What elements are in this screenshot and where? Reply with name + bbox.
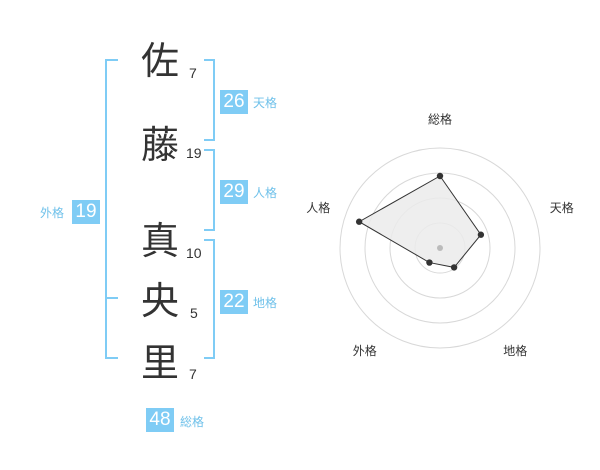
- name-char-5-strokes: 7: [189, 366, 197, 382]
- tenkaku-bracket: [204, 59, 215, 141]
- radar-point-4: [426, 259, 433, 266]
- name-char-5: 里: [141, 341, 180, 385]
- jinkaku-label: 人格: [253, 186, 278, 200]
- radar-ring: [389, 197, 491, 299]
- gaikaku-bracket: [105, 59, 118, 359]
- gaikaku-label: 外格: [40, 206, 65, 220]
- soukaku-value: 48: [146, 408, 174, 432]
- radar-ring: [364, 172, 516, 324]
- name-char-4-strokes: 5: [190, 305, 198, 321]
- radar-area: [358, 175, 482, 268]
- radar-ring: [414, 222, 466, 274]
- name-char-3: 真: [141, 219, 180, 263]
- chikaku-value: 22: [220, 290, 248, 314]
- tenkaku-value: 26: [220, 90, 248, 114]
- tenkaku-label: 天格: [253, 96, 278, 110]
- name-char-3-strokes: 10: [186, 245, 202, 261]
- name-char-1-strokes: 7: [189, 65, 197, 81]
- chikaku-label: 地格: [253, 296, 278, 310]
- radar-point-3: [450, 264, 458, 271]
- name-char-4: 央: [141, 279, 180, 323]
- gaikaku-value: 19: [72, 200, 100, 224]
- name-char-2-strokes: 19: [186, 145, 202, 161]
- jinkaku-bracket: [204, 149, 215, 231]
- chikaku-bracket: [204, 239, 215, 359]
- radar-axis-label: 天格: [550, 200, 574, 215]
- radar-point-2: [477, 231, 485, 238]
- radar-center: [437, 245, 443, 251]
- soukaku-label: 総格: [180, 415, 205, 429]
- radar-ring: [339, 147, 541, 349]
- radar-point-5: [355, 218, 363, 225]
- radar-axis-label: 総格: [428, 112, 452, 127]
- radar-axis-label: 外格: [353, 343, 377, 358]
- radar-grid: [339, 147, 541, 349]
- name-char-1: 佐: [141, 39, 180, 83]
- name-diagram: [105, 59, 215, 359]
- radar-point-1: [436, 172, 444, 180]
- jinkaku-value: 29: [220, 180, 248, 204]
- name-char-2: 藤: [141, 123, 180, 167]
- radar-points: [355, 172, 485, 271]
- radar-axis-label: 地格: [503, 343, 527, 358]
